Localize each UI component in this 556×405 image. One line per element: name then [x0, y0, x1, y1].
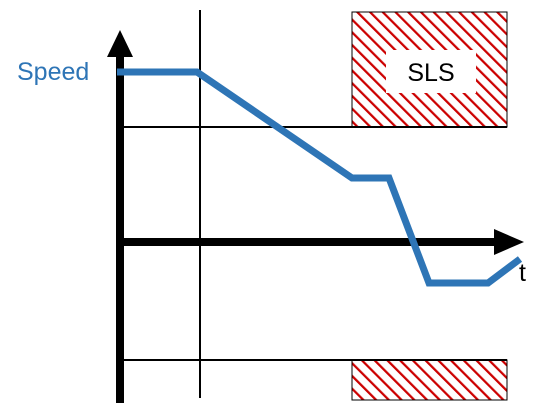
y-axis-label: Speed — [17, 58, 89, 86]
speed-curve — [117, 68, 523, 287]
sls-label: SLS — [407, 59, 454, 87]
x-axis-arrow — [494, 229, 524, 255]
y-axis-arrow — [107, 30, 133, 57]
sls-label-box — [386, 50, 476, 93]
x-axis-label: t — [519, 259, 526, 287]
sls-zone-lower — [351, 359, 508, 401]
